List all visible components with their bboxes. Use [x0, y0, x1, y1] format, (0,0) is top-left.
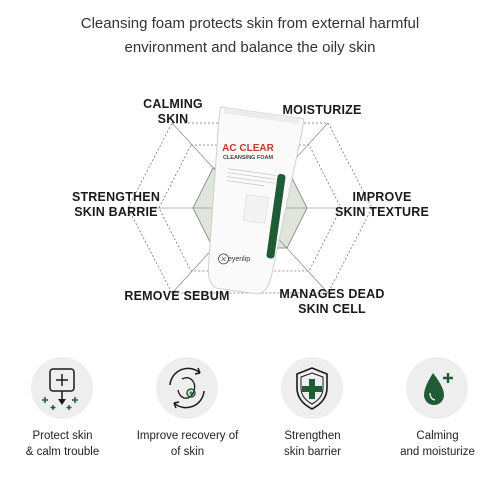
benefit-remove-sebum: REMOVE SEBUM [124, 289, 230, 303]
hexagon-mid [158, 144, 342, 272]
feature-label: Improve recovery of of skin [136, 430, 239, 458]
brand-logo-mark [218, 253, 229, 265]
benefit-moisturize: MOISTURIZE [282, 103, 362, 117]
product: AC CLEAR CLEANSING FOAM eyenlip [198, 103, 298, 303]
feature-label: Calming and moisturize [400, 430, 475, 458]
product-tube [207, 106, 305, 295]
face-recovery-icon [156, 357, 218, 419]
shield-plus-icon [31, 357, 93, 419]
benefit-strengthen-skin-barrier: STRENGTHEN SKIN BARRIE [71, 190, 161, 219]
benefit-improve-skin-texture: IMPROVE SKIN TEXTURE [334, 190, 430, 219]
hexagon-diagram [127, 106, 373, 295]
benefit-manages-dead-skin-cell: MANAGES DEAD SKIN CELL [279, 287, 385, 316]
tube-green-stripe [266, 174, 286, 259]
feature-label: Strengthen skin barrier [284, 430, 341, 458]
feature-label: Protect skin & calm trouble [25, 430, 100, 458]
headline: Cleansing foam protects skin from extern… [0, 12, 500, 60]
product-brand: AC CLEAR [222, 143, 274, 154]
headline-line-1: Cleansing foam protects skin from extern… [80, 15, 420, 32]
benefit-calming-skin: CALMING SKIN [143, 97, 203, 126]
shield-cross-icon [281, 357, 343, 419]
product-name: CLEANSING FOAM [222, 155, 274, 161]
product-logo-text: eyenlip [228, 256, 251, 263]
headline-line-2: environment and balance the oily skin [124, 39, 376, 56]
droplet-plus-icon [406, 357, 468, 419]
feature-icons-row: Protect skin & calm trouble Improve reco… [0, 345, 500, 495]
